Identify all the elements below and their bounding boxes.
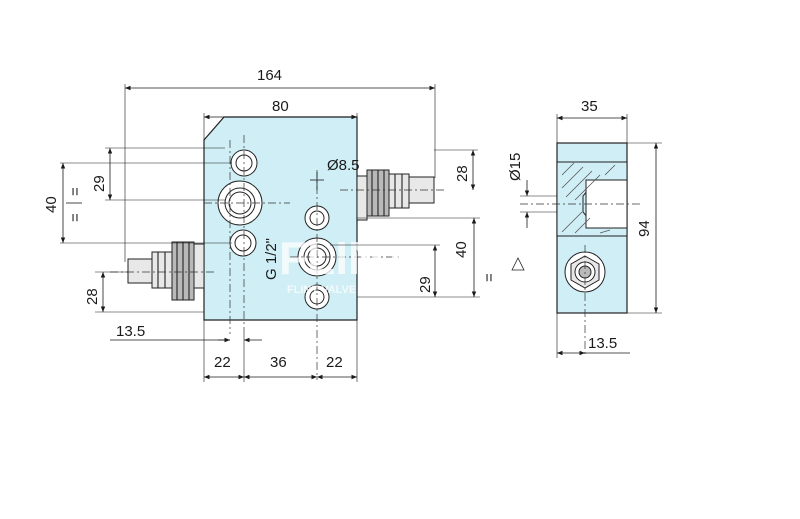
dim-side-offset: 13.5	[588, 335, 617, 352]
dim-bottom-middle: 36	[270, 354, 287, 371]
right-cartridge	[356, 169, 435, 221]
dim-right-height-29: 29	[417, 276, 434, 293]
dim-left-cartridge-offset: 28	[84, 288, 101, 305]
left-cartridge	[127, 241, 205, 301]
dim-bottom-left: 22	[214, 354, 231, 371]
dim-port-thread: G 1/2"	[263, 238, 280, 280]
watermark-sub: FLINT VALVE	[287, 284, 356, 296]
dim-left-height-upper: 29	[91, 175, 108, 192]
front-dimensions: 164 80 40 29 = = 28 13.5 22	[43, 67, 498, 382]
side-dimensions: 35 Ø15 94 13.5	[507, 98, 662, 358]
dim-left-offset: 13.5	[116, 323, 145, 340]
dim-block-width: 80	[272, 98, 289, 115]
dim-left-equal-lower: =	[67, 213, 84, 222]
dim-bottom-right: 22	[326, 354, 343, 371]
dim-right-cartridge-offset: 28	[454, 165, 471, 182]
dim-right-equal: =	[481, 273, 498, 282]
dim-left-equal-upper: =	[67, 187, 84, 196]
dim-bore-diameter: Ø8.5	[327, 157, 360, 174]
dim-overall-length: 164	[257, 67, 282, 84]
dim-right-height-40: 40	[453, 241, 470, 258]
dim-left-height-total: 40	[43, 196, 60, 213]
dim-side-bore-diameter: Ø15	[507, 153, 524, 181]
side-view	[520, 142, 640, 356]
front-view: FLINT FLINT VALVE	[110, 116, 525, 380]
dim-side-depth: 35	[581, 98, 598, 115]
dim-side-height: 94	[636, 220, 653, 237]
watermark-brand: FLINT	[279, 232, 409, 284]
